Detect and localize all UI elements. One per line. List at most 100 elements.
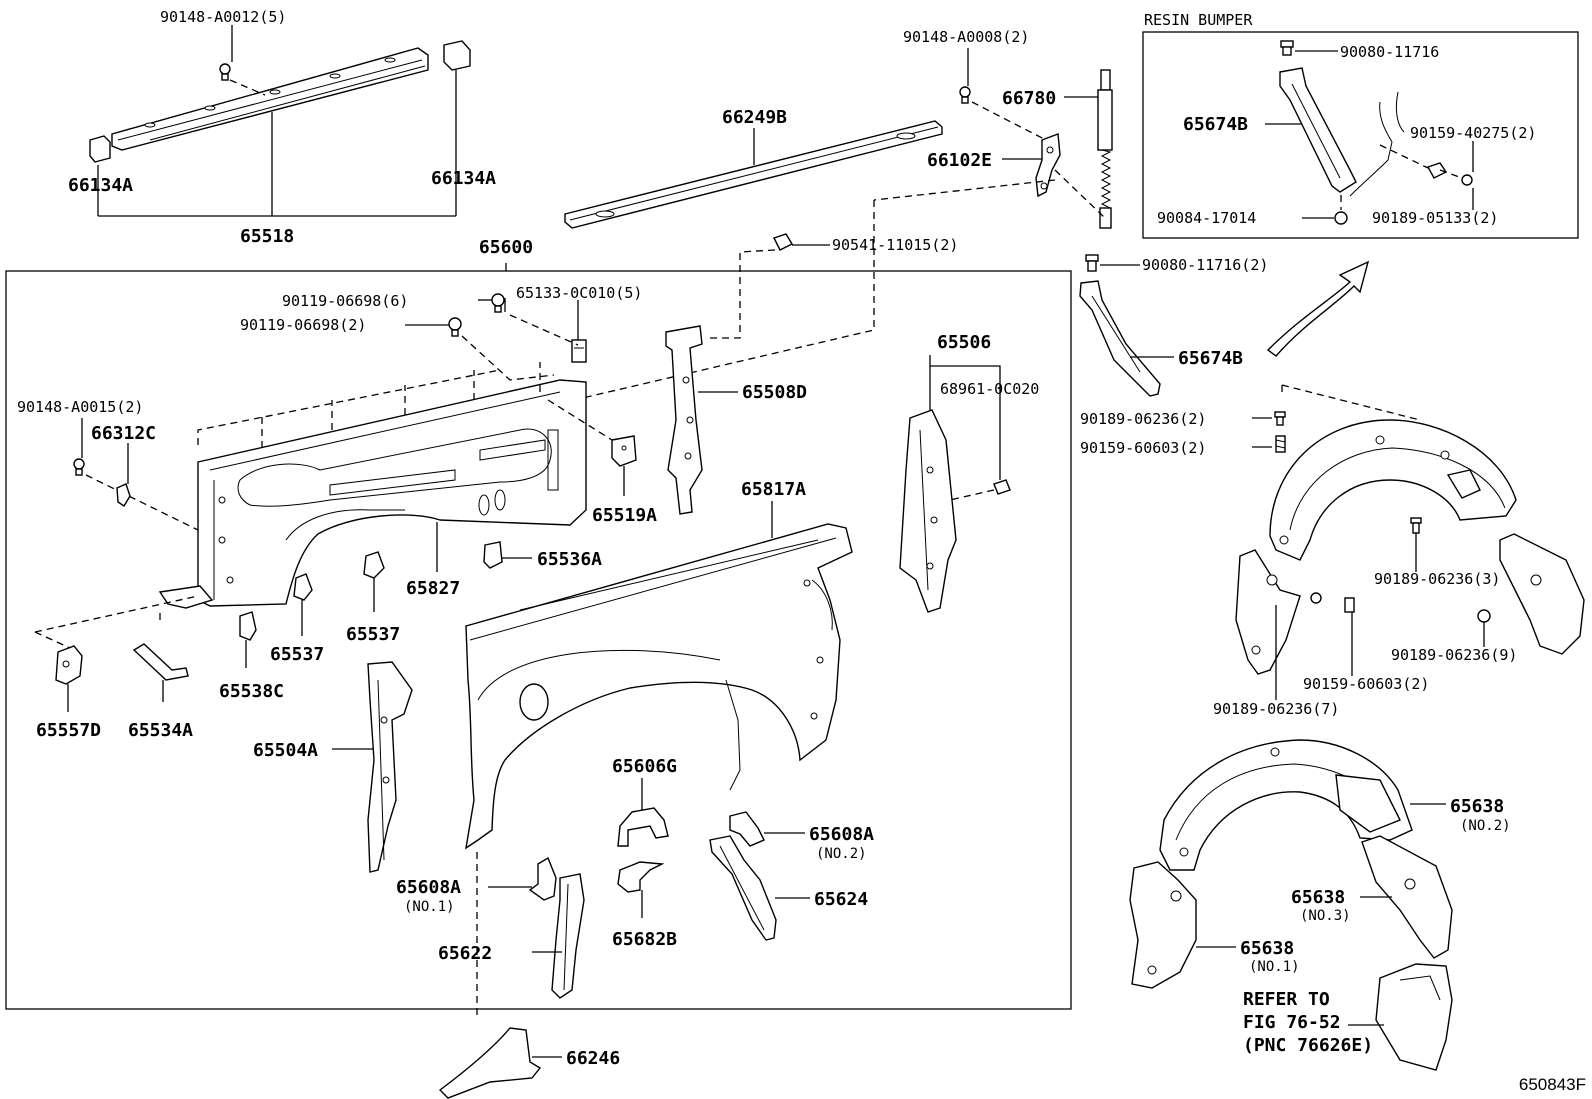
inset-title: RESIN BUMPER: [1144, 11, 1253, 29]
label-90189-05133: 90189-05133(2): [1372, 209, 1498, 227]
pillar-65504a: [367, 661, 413, 873]
stay-65674b-inset: [1279, 67, 1357, 193]
label-90080-11716-outer: 90080-11716(2): [1142, 256, 1268, 274]
label-65608a-right: 65608A: [809, 824, 874, 845]
label-66134a-left: 66134A: [68, 175, 133, 196]
label-90159-60603-2a: 90159-60603(2): [1080, 439, 1206, 457]
label-65608a-left: 65608A: [396, 877, 461, 898]
label-65536a: 65536A: [537, 549, 602, 570]
label-65133-0c010: 65133-0C010(5): [516, 284, 642, 302]
bolt-90148-a0008: [959, 86, 971, 104]
mudflap-reference: [1375, 963, 1453, 1071]
label-65537-left: 65537: [270, 644, 324, 665]
refer-note-line3: (PNC 76626E): [1243, 1035, 1373, 1056]
crossmember-65518: [111, 47, 429, 151]
label-90148-a0008: 90148-A0008(2): [903, 28, 1029, 46]
resin-bumper-inset: [1142, 31, 1579, 239]
bracket-65682b: [617, 861, 665, 893]
bracket-65536a: [483, 541, 503, 569]
label-65638-no2: 65638: [1450, 796, 1504, 817]
liner-upper: [1269, 419, 1517, 561]
label-65638-no3-sub: (NO.3): [1300, 908, 1351, 924]
bracket-65557d: [55, 645, 83, 685]
label-65624: 65624: [814, 889, 868, 910]
strut-66780: [1097, 69, 1113, 229]
label-90119-06698-6: 90119-06698(6): [282, 292, 408, 310]
label-65537-right: 65537: [346, 624, 400, 645]
clip-68961-0c020: [993, 479, 1011, 495]
screw-90159-60603-2b: [1344, 597, 1355, 613]
nut-65133-0c010: [571, 339, 587, 363]
label-90189-06236-7: 90189-06236(7): [1213, 700, 1339, 718]
bumper-edge: [1349, 101, 1393, 197]
label-65674b-inset: 65674B: [1183, 114, 1248, 135]
clip-90189-06236-9: [1477, 609, 1491, 623]
label-65638-no3: 65638: [1291, 887, 1345, 908]
screw-90159-60603-2a: [1275, 435, 1286, 453]
cap-66134a-right: [443, 40, 471, 71]
clip-90084-17014: [1334, 211, 1348, 225]
label-66102e: 66102E: [927, 150, 992, 171]
liner-right-piece: [1499, 533, 1585, 655]
bolt-90080-11716-outer: [1085, 254, 1099, 272]
bracket-65608a-left: [528, 856, 557, 901]
label-65817a: 65817A: [741, 479, 806, 500]
label-66134a-right: 66134A: [431, 168, 496, 189]
fender-65817a: [465, 523, 853, 850]
label-65600: 65600: [479, 237, 533, 258]
bracket-65537-right: [363, 551, 385, 579]
bolt-90119-06698-2: [448, 317, 462, 337]
label-65506: 65506: [937, 332, 991, 353]
label-90189-06236-9: 90189-06236(9): [1391, 646, 1517, 664]
pillar-65506: [899, 409, 957, 613]
label-90541-11015: 90541-11015(2): [832, 236, 958, 254]
label-90080-11716-inset: 90080-11716: [1340, 43, 1439, 61]
cap-66134a-left: [89, 135, 111, 163]
refer-note-line1: REFER TO: [1243, 989, 1330, 1010]
label-65557d: 65557D: [36, 720, 101, 741]
label-90119-06698-2: 90119-06698(2): [240, 316, 366, 334]
bracket-65538c: [239, 611, 257, 641]
liner-65638-no1: [1129, 861, 1197, 989]
label-65622: 65622: [438, 943, 492, 964]
label-65674b-outer: 65674B: [1178, 348, 1243, 369]
label-66249b: 66249B: [722, 107, 787, 128]
label-90148-a0012: 90148-A0012(5): [160, 8, 286, 26]
figure-code: 650843F: [1519, 1075, 1586, 1094]
label-65638-no1: 65638: [1240, 938, 1294, 959]
label-66246: 66246: [566, 1048, 620, 1069]
label-65534a: 65534A: [128, 720, 193, 741]
label-68961-0c020: 68961-0C020: [940, 380, 1039, 398]
reference-arrow: [1266, 260, 1370, 357]
label-65638-no2-sub: (NO.2): [1460, 818, 1511, 834]
label-65608a-right-sub: (NO.2): [816, 846, 867, 862]
bracket-65606g: [617, 807, 669, 847]
stay-65674b-outer: [1079, 280, 1161, 397]
liner-65638-no2: [1159, 739, 1413, 871]
label-65608a-left-sub: (NO.1): [404, 899, 455, 915]
bracket-66102e: [1035, 133, 1061, 198]
mudguard-66246: [438, 1027, 542, 1099]
label-90159-60603-2b: 90159-60603(2): [1303, 675, 1429, 693]
bolt-90148-a0012: [219, 63, 231, 81]
bolt-90148-a0015: [73, 458, 85, 476]
bolt-90189-06236-2: [1274, 411, 1286, 426]
bracket-65534a: [132, 643, 189, 681]
liner-left-piece: [1235, 549, 1301, 675]
rail-66249b: [564, 120, 943, 229]
label-65504a: 65504A: [253, 740, 318, 761]
label-65638-no1-sub: (NO.1): [1249, 959, 1300, 975]
label-65538c: 65538C: [219, 681, 284, 702]
label-65606g: 65606G: [612, 756, 677, 777]
bolt-90080-11716-inset: [1280, 40, 1294, 56]
label-66312c: 66312C: [91, 423, 156, 444]
label-90148-a0015: 90148-A0015(2): [17, 398, 143, 416]
label-65508d: 65508D: [742, 382, 807, 403]
label-90189-06236-2: 90189-06236(2): [1080, 410, 1206, 428]
brace-65622: [551, 873, 585, 999]
label-90084-17014: 90084-17014: [1157, 209, 1256, 227]
bracket-65519a: [611, 435, 637, 467]
bed-side-panel-65827: [158, 379, 587, 609]
liner-65638-no3: [1361, 835, 1453, 959]
